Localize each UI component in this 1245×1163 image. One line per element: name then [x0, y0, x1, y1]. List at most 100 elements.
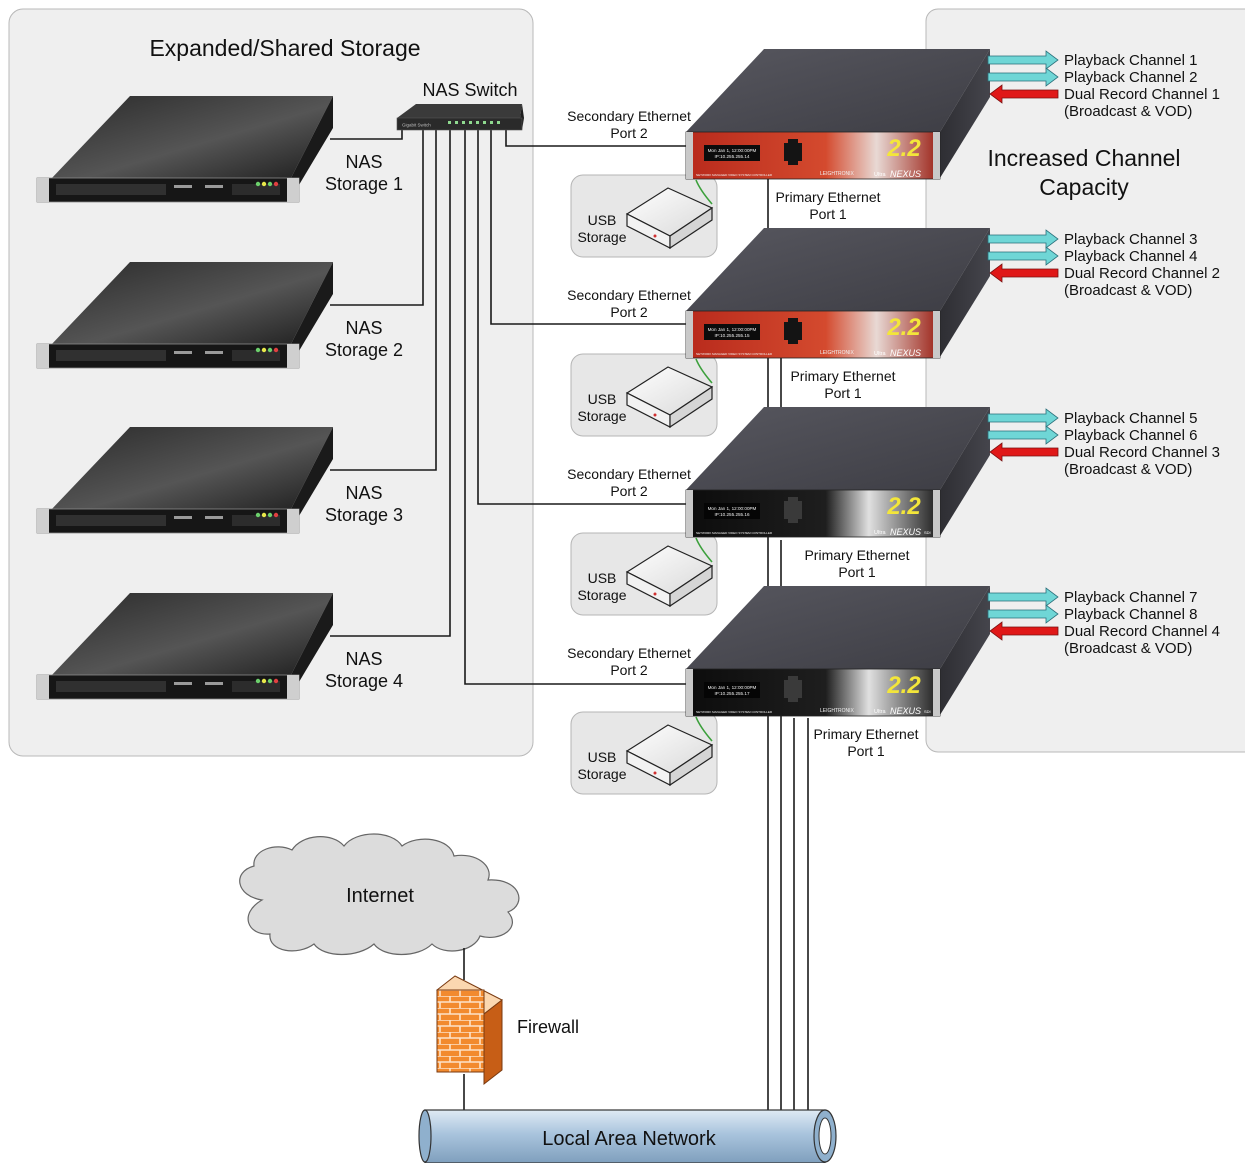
controller-4-brand: LEIGHTRONIX: [820, 708, 855, 714]
record-arrow: [989, 84, 1059, 104]
channel-label: Playback Channel 2: [1064, 69, 1197, 86]
secondary-ethernet-label-line2: Port 2: [610, 125, 648, 141]
primary-ethernet-label-line1: Primary Ethernet: [775, 189, 880, 205]
dpad-icon: [784, 139, 802, 165]
dpad-icon: [784, 497, 802, 523]
nas-switch-label: NAS Switch: [422, 80, 517, 100]
controller-2-screen-line2: IP:10.255.255.15: [715, 333, 750, 338]
lan-label: Local Area Network: [542, 1128, 716, 1150]
channel-label: Playback Channel 8: [1064, 606, 1197, 623]
usb-label-line1: USB: [588, 749, 617, 765]
channel-label: Dual Record Channel 2: [1064, 265, 1220, 282]
controller-1-model: NEXUS: [890, 169, 921, 179]
usb-label-line1: USB: [588, 570, 617, 586]
nas-storage-1: [36, 96, 333, 203]
controller-1-badge: 2.2: [886, 135, 921, 162]
controller-3-screen-line2: IP:10.255.255.16: [715, 512, 750, 517]
primary-ethernet-label-line1: Primary Ethernet: [804, 547, 909, 563]
secondary-ethernet-label-line1: Secondary Ethernet: [567, 466, 691, 482]
internet-label: Internet: [346, 885, 414, 907]
secondary-ethernet-label-line2: Port 2: [610, 304, 648, 320]
nas-storage-2: [36, 262, 333, 369]
controller-2-model-prefix: Ultra: [874, 351, 887, 357]
record-arrow: [989, 621, 1059, 641]
capacity-panel-title-line1: Increased Channel: [987, 145, 1180, 171]
controller-4-screen-line2: IP:10.255.255.17: [715, 691, 750, 696]
controller-4-screen-line1: Mon Jan 1, 12:00:00PM: [708, 685, 757, 690]
capacity-panel-title-line2: Capacity: [1039, 174, 1129, 200]
controller-2-brand: LEIGHTRONIX: [820, 350, 855, 356]
controller-2-front-text: NETWORK MANAGED VIDEO SYSTEM CONTROLLER: [696, 352, 773, 356]
firewall-icon: [436, 975, 503, 1086]
controller-3: USB Storage Mon Jan 1, 12:00:00PM IP:10.…: [567, 407, 1220, 616]
nas-2-label-line2: Storage 2: [325, 340, 403, 360]
playback-arrow: [987, 229, 1059, 249]
playback-arrow: [987, 246, 1059, 266]
playback-arrow: [987, 604, 1059, 624]
channel-label: Playback Channel 3: [1064, 231, 1197, 248]
secondary-ethernet-label-line2: Port 2: [610, 483, 648, 499]
channel-label: Playback Channel 5: [1064, 410, 1197, 427]
channel-label: Playback Channel 1: [1064, 52, 1197, 69]
firewall-label: Firewall: [517, 1017, 579, 1037]
controller-3-model-suffix: SDI: [924, 530, 931, 535]
controller-4-model: NEXUS: [890, 706, 921, 716]
secondary-ethernet-label-line2: Port 2: [610, 662, 648, 678]
primary-ethernet-label-line2: Port 1: [847, 743, 885, 759]
nas-switch-panel-text: Gigabit Switch: [402, 123, 431, 128]
nas-4-label-line1: NAS: [345, 649, 382, 669]
secondary-ethernet-cables: [464, 130, 690, 685]
controller-4-model-suffix: SDI: [924, 709, 931, 714]
controller-3-front-text: NETWORK MANAGED VIDEO SYSTEM CONTROLLER: [696, 531, 773, 535]
playback-arrow: [987, 408, 1059, 428]
controller-3-model: NEXUS: [890, 527, 921, 537]
channel-label: Playback Channel 7: [1064, 589, 1197, 606]
dpad-icon: [784, 318, 802, 344]
controller-1-screen-line1: Mon Jan 1, 12:00:00PM: [708, 148, 757, 153]
nas-storage-3: [36, 427, 333, 534]
lan-pipe: Local Area Network: [418, 1109, 837, 1163]
controller-1-model-prefix: Ultra: [874, 172, 887, 178]
usb-label-line1: USB: [588, 391, 617, 407]
controller-4-model-prefix: Ultra: [874, 709, 887, 715]
nas-2-label-line1: NAS: [345, 318, 382, 338]
usb-label-line2: Storage: [577, 229, 626, 245]
dpad-icon: [784, 676, 802, 702]
usb-label-line2: Storage: [577, 408, 626, 424]
usb-label-line2: Storage: [577, 766, 626, 782]
channel-label: (Broadcast & VOD): [1064, 282, 1192, 299]
channel-label: Dual Record Channel 4: [1064, 623, 1220, 640]
usb-label-line1: USB: [588, 212, 617, 228]
nas-3-label-line1: NAS: [345, 483, 382, 503]
nas-1-label-line1: NAS: [345, 152, 382, 172]
controller-3-badge: 2.2: [886, 493, 921, 520]
controller-1-screen-line2: IP:10.255.255.14: [715, 154, 750, 159]
controller-3-screen-line1: Mon Jan 1, 12:00:00PM: [708, 506, 757, 511]
nas-cables: [330, 130, 451, 637]
storage-panel-title: Expanded/Shared Storage: [149, 35, 420, 61]
channel-label: (Broadcast & VOD): [1064, 461, 1192, 478]
controller-2-screen-line1: Mon Jan 1, 12:00:00PM: [708, 327, 757, 332]
channel-label: Dual Record Channel 3: [1064, 444, 1220, 461]
nas-1-label-line2: Storage 1: [325, 174, 403, 194]
controller-4-badge: 2.2: [886, 672, 921, 699]
usb-label-line2: Storage: [577, 587, 626, 603]
playback-arrow: [987, 67, 1059, 87]
channel-label: Dual Record Channel 1: [1064, 86, 1220, 103]
controller-2-badge: 2.2: [886, 314, 921, 341]
primary-ethernet-label-line2: Port 1: [824, 385, 862, 401]
controller-4-front-text: NETWORK MANAGED VIDEO SYSTEM CONTROLLER: [696, 710, 773, 714]
controller-2-model: NEXUS: [890, 348, 921, 358]
controller-2: USB Storage Mon Jan 1, 12:00:00PM IP:10.…: [567, 228, 1220, 437]
secondary-ethernet-label-line1: Secondary Ethernet: [567, 287, 691, 303]
record-arrow: [989, 263, 1059, 283]
channel-label: (Broadcast & VOD): [1064, 640, 1192, 657]
nas-3-label-line2: Storage 3: [325, 505, 403, 525]
primary-ethernet-label-line2: Port 1: [809, 206, 847, 222]
controller-1-brand: LEIGHTRONIX: [820, 171, 855, 177]
controller-4: USB Storage Mon Jan 1, 12:00:00PM IP:10.…: [567, 586, 1220, 795]
primary-ethernet-label-line1: Primary Ethernet: [813, 726, 918, 742]
internet-cloud: Internet: [239, 833, 520, 955]
primary-ethernet-label-line2: Port 1: [838, 564, 876, 580]
